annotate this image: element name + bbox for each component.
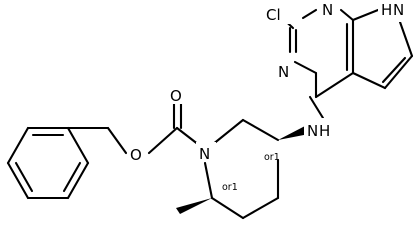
pyrrole-n-label: N xyxy=(393,1,404,19)
atom-labels: Cl N N H N N H O O N xyxy=(127,0,408,164)
ester-o-label: O xyxy=(130,146,142,164)
pyrimidine-n-mid-label: N xyxy=(278,63,289,81)
carbonyl-o-label: O xyxy=(170,87,182,105)
chlorine-label: Cl xyxy=(266,6,281,24)
piperidine-ring xyxy=(203,118,280,220)
pyrrolopyrimidine-ring xyxy=(276,8,414,120)
amine-h-label: H xyxy=(319,122,330,140)
structure-canvas: Cl N N H N N H O O N or1 or1 xyxy=(6,0,414,220)
amine-n-label: N xyxy=(307,122,318,140)
methyl-wedge xyxy=(176,198,212,214)
stereo-labels: or1 or1 xyxy=(222,152,280,193)
pyrrole-h-label: H xyxy=(381,1,392,19)
pyrimidine-n-top-label: N xyxy=(322,1,333,19)
c3-stereo-label: or1 xyxy=(264,152,280,163)
benzene-ring xyxy=(6,126,90,200)
amino-wedge xyxy=(278,126,309,140)
c6-stereo-label: or1 xyxy=(222,182,238,193)
piperidine-n-label: N xyxy=(199,145,210,163)
carbamate-linker xyxy=(66,100,201,155)
molecule-drawing: Cl N N H N N H O O N or1 or1 xyxy=(6,0,414,220)
